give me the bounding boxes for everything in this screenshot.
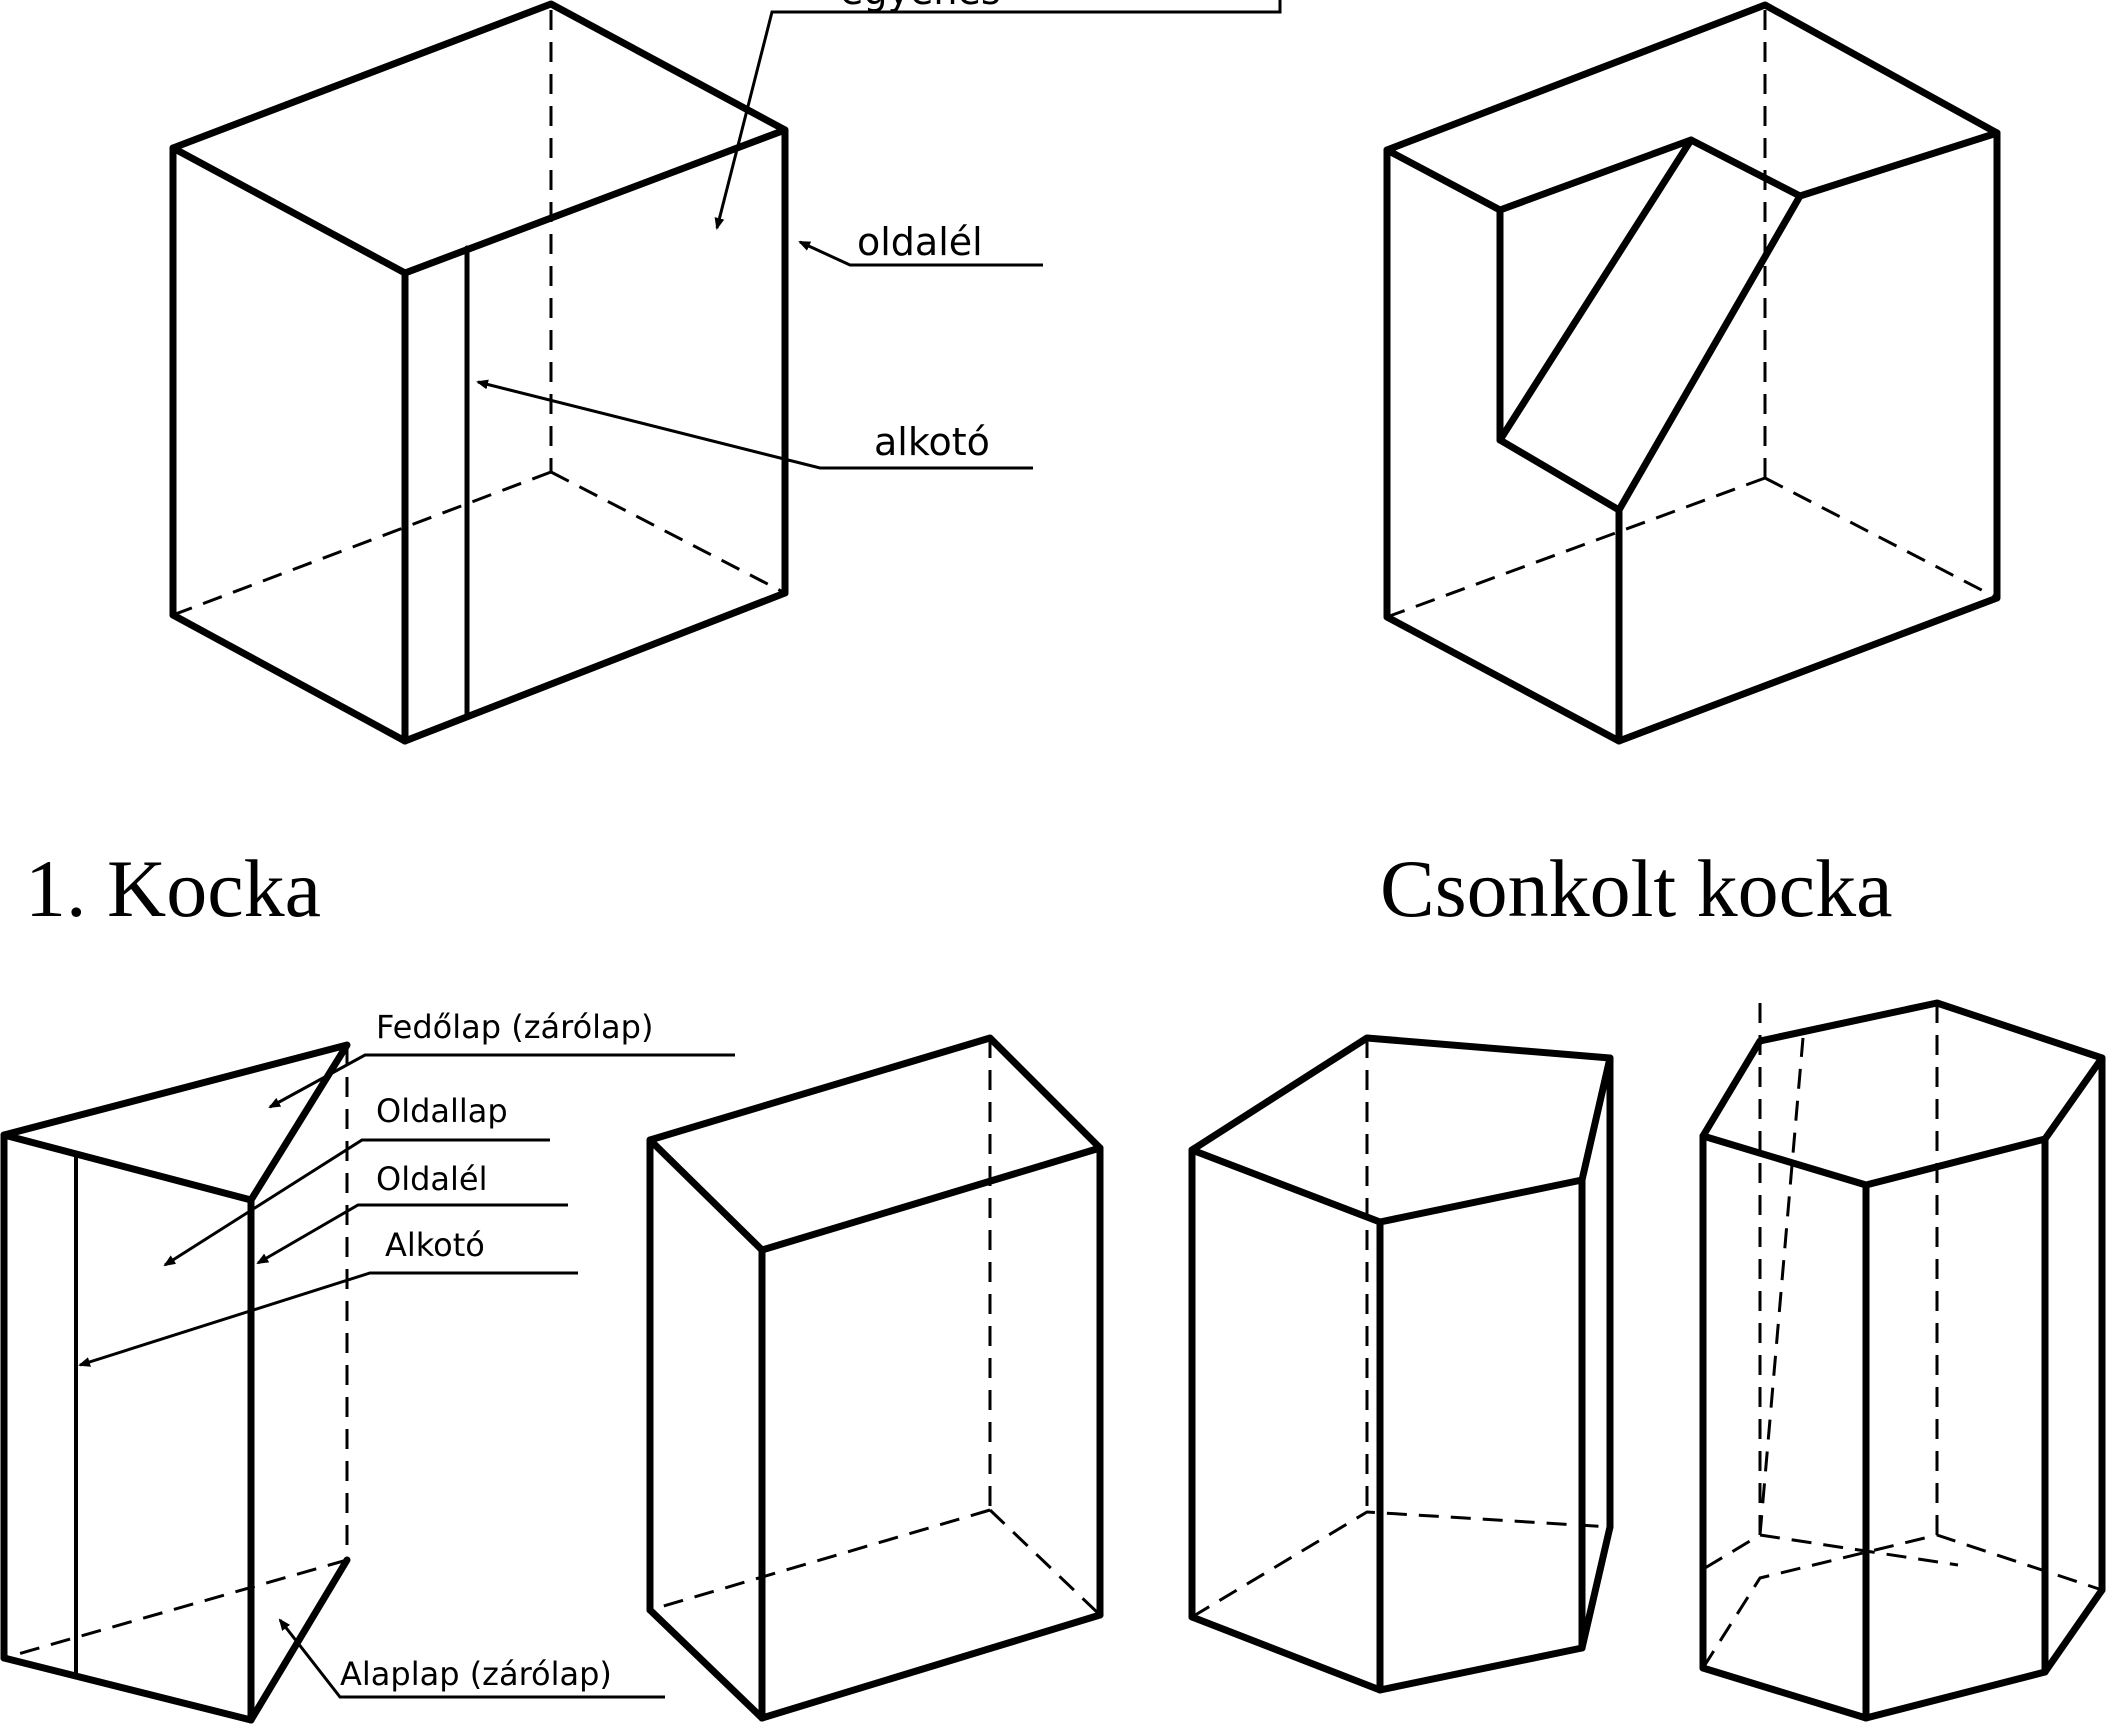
caption-cube: 1. Kocka [25, 843, 321, 934]
truncated-cube-figure [1383, 1, 2001, 745]
cube-figure: egyenes oldalél alkotó [169, 0, 1282, 745]
label-alkoto2: Alkotó [385, 1226, 485, 1264]
label-fedolap: Fedőlap (zárólap) [376, 1008, 653, 1046]
pentagonal-prism-figure [1188, 1034, 1614, 1694]
label-alkoto: alkotó [874, 420, 990, 464]
rectangular-prism-figure [646, 1034, 1104, 1722]
triangular-prism-figure: Fedőlap (zárólap) Oldallap Oldalél Alkot… [0, 1008, 735, 1724]
label-oldalel2: Oldalél [376, 1160, 487, 1198]
label-oldalel: oldalél [857, 220, 983, 264]
caption-truncated-cube: Csonkolt kocka [1380, 843, 1892, 934]
label-alaplap: Alaplap (zárólap) [340, 1655, 612, 1693]
label-oldallap: Oldallap [376, 1092, 508, 1130]
label-top-cut: egyenes [840, 0, 1001, 13]
hexagonal-prism-figure [1699, 999, 2106, 1722]
